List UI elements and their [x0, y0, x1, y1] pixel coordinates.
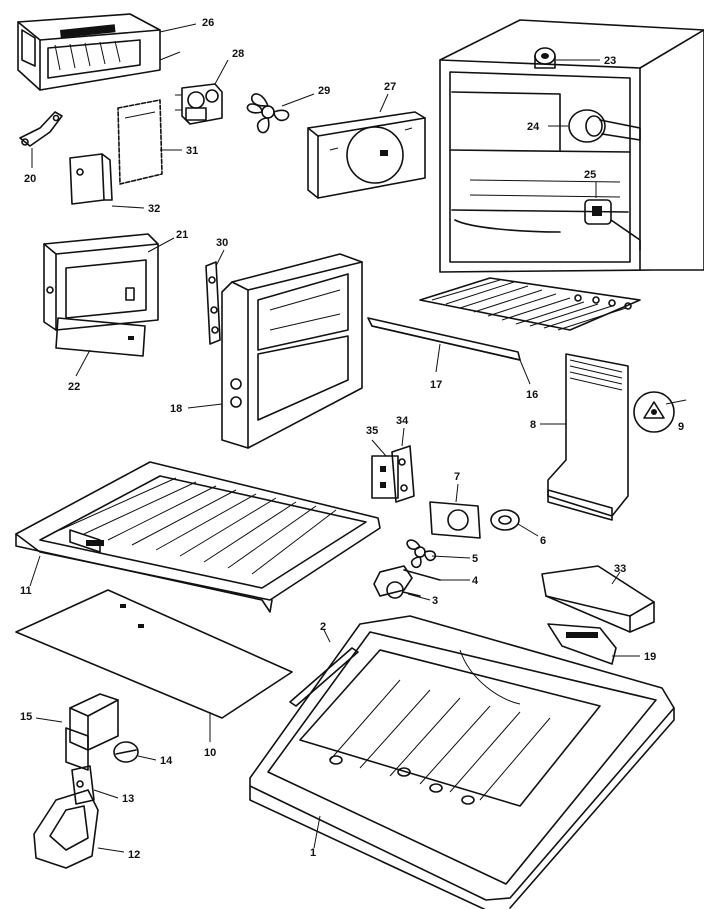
- switch-bracket: [371, 455, 399, 499]
- control-knob: [633, 391, 675, 433]
- mounting-plate: [391, 445, 415, 503]
- callout-5: 5: [472, 553, 478, 565]
- callout-16: 16: [526, 389, 538, 401]
- seal-ring: [113, 741, 139, 763]
- callout-35: 35: [366, 425, 378, 437]
- wire-shelf: [419, 277, 641, 331]
- callout-17: 17: [430, 379, 442, 391]
- callout-4: 4: [472, 575, 479, 587]
- refrigerator-cabinet: [439, 19, 704, 273]
- cover-panel: [117, 99, 163, 185]
- door-bin: [541, 565, 655, 633]
- mount-bracket: [69, 153, 113, 205]
- callout-22: 22: [68, 381, 80, 393]
- callout-20: 20: [24, 173, 36, 185]
- callout-24: 24: [527, 121, 540, 133]
- freezer-door: [221, 253, 363, 449]
- callout-13: 13: [122, 793, 134, 805]
- crisper-cover: [15, 589, 293, 719]
- bracket: [19, 111, 63, 147]
- drip-tray: [33, 789, 99, 869]
- callout-10: 10: [204, 747, 216, 759]
- dispenser-housing: [65, 693, 119, 771]
- control-housing: [43, 233, 159, 331]
- callout-27: 27: [384, 81, 396, 93]
- callout-3: 3: [432, 595, 438, 607]
- fan-blade: [246, 93, 290, 134]
- dispenser-chute: [71, 765, 95, 805]
- evaporator-fan: [406, 539, 437, 569]
- callout-11: 11: [20, 585, 32, 597]
- callout-2: 2: [320, 621, 326, 633]
- callout-21: 21: [176, 229, 188, 241]
- light-shield: [55, 317, 146, 357]
- fan-motor: [373, 565, 441, 597]
- callout-30: 30: [216, 237, 228, 249]
- callout-33: 33: [614, 563, 626, 575]
- motor-mount: [386, 581, 421, 599]
- callout-28: 28: [232, 48, 244, 60]
- callout-34: 34: [396, 415, 409, 427]
- callout-31: 31: [186, 145, 198, 157]
- door-liner-panel: [547, 353, 629, 521]
- callout-labels: 26 28 29 27 31 32 20 23 24 25 21 22 30 1…: [20, 17, 684, 861]
- callout-12: 12: [128, 849, 140, 861]
- callout-14: 14: [160, 755, 173, 767]
- callout-1: 1: [310, 847, 316, 859]
- callout-6: 6: [540, 535, 546, 547]
- callout-25: 25: [584, 169, 596, 181]
- callout-8: 8: [530, 419, 536, 431]
- ice-maker-assembly: [17, 13, 161, 91]
- callout-26: 26: [202, 17, 214, 29]
- callout-9: 9: [678, 421, 684, 433]
- motor-bracket: [429, 501, 481, 539]
- shelf-rail: [367, 317, 521, 361]
- callout-18: 18: [170, 403, 182, 415]
- callout-32: 32: [148, 203, 160, 215]
- callout-29: 29: [318, 85, 330, 97]
- callout-7: 7: [454, 471, 460, 483]
- callout-19: 19: [644, 651, 656, 663]
- freezer-shelf: [15, 461, 381, 613]
- leader-lines: [29, 23, 687, 853]
- hinge: [205, 261, 221, 345]
- water-valve: [175, 83, 223, 125]
- grommet: [490, 509, 520, 531]
- bottom-pan: [249, 615, 675, 909]
- callout-23: 23: [604, 55, 616, 67]
- fan-shroud: [307, 111, 426, 199]
- side-rail: [289, 647, 359, 707]
- callout-15: 15: [20, 711, 32, 723]
